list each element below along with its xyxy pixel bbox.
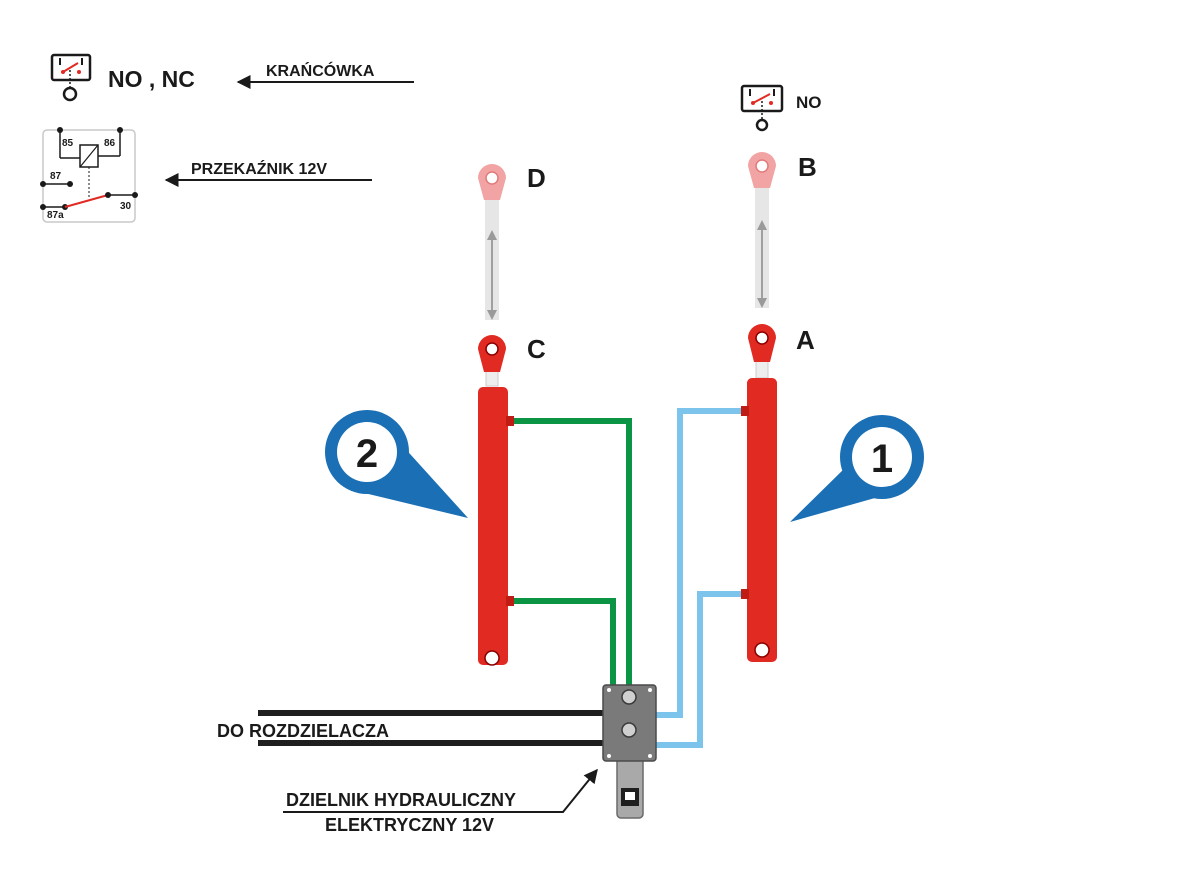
- cylinder-2: [478, 164, 514, 666]
- hydraulic-divider-valve: [602, 684, 657, 819]
- cylinder-2-body: [478, 387, 508, 665]
- divider-arrow: [283, 768, 598, 813]
- point-a: A: [796, 325, 815, 355]
- blue-hoses: [655, 408, 748, 748]
- point-d: D: [527, 163, 546, 193]
- badge-cylinder-1: 1: [790, 415, 924, 522]
- relay-pin-86: 86: [104, 138, 116, 149]
- green-hoses: [508, 418, 632, 733]
- badge-1-number: 1: [871, 437, 893, 481]
- point-c: C: [527, 334, 546, 364]
- right-limit-switch-icon: [740, 84, 784, 132]
- cylinder-1: [741, 152, 777, 662]
- limit-switch-label: KRAŃCÓWKA: [266, 61, 375, 80]
- relay-pin-87: 87: [50, 171, 62, 182]
- relay-pin-87a: 87a: [47, 210, 64, 221]
- divider-label-line2: ELEKTRYCZNY 12V: [325, 815, 494, 835]
- limit-switch-contacts: NO , NC: [108, 66, 195, 92]
- badge-2-number: 2: [356, 432, 378, 476]
- relay-pin-85: 85: [62, 138, 74, 149]
- relay-pin-30: 30: [120, 201, 132, 212]
- relay-label: PRZEKAŹNIK 12V: [191, 159, 327, 178]
- badge-cylinder-2: 2: [325, 410, 468, 518]
- divider-label-line1: DZIELNIK HYDRAULICZNY: [286, 790, 516, 810]
- cylinder-1-body: [747, 378, 777, 662]
- right-switch-contact: NO: [796, 93, 822, 112]
- limit-switch-icon: [50, 53, 92, 102]
- relay-icon: [40, 127, 138, 223]
- point-b: B: [798, 152, 817, 182]
- distributor-label: DO ROZDZIELACZA: [217, 721, 389, 741]
